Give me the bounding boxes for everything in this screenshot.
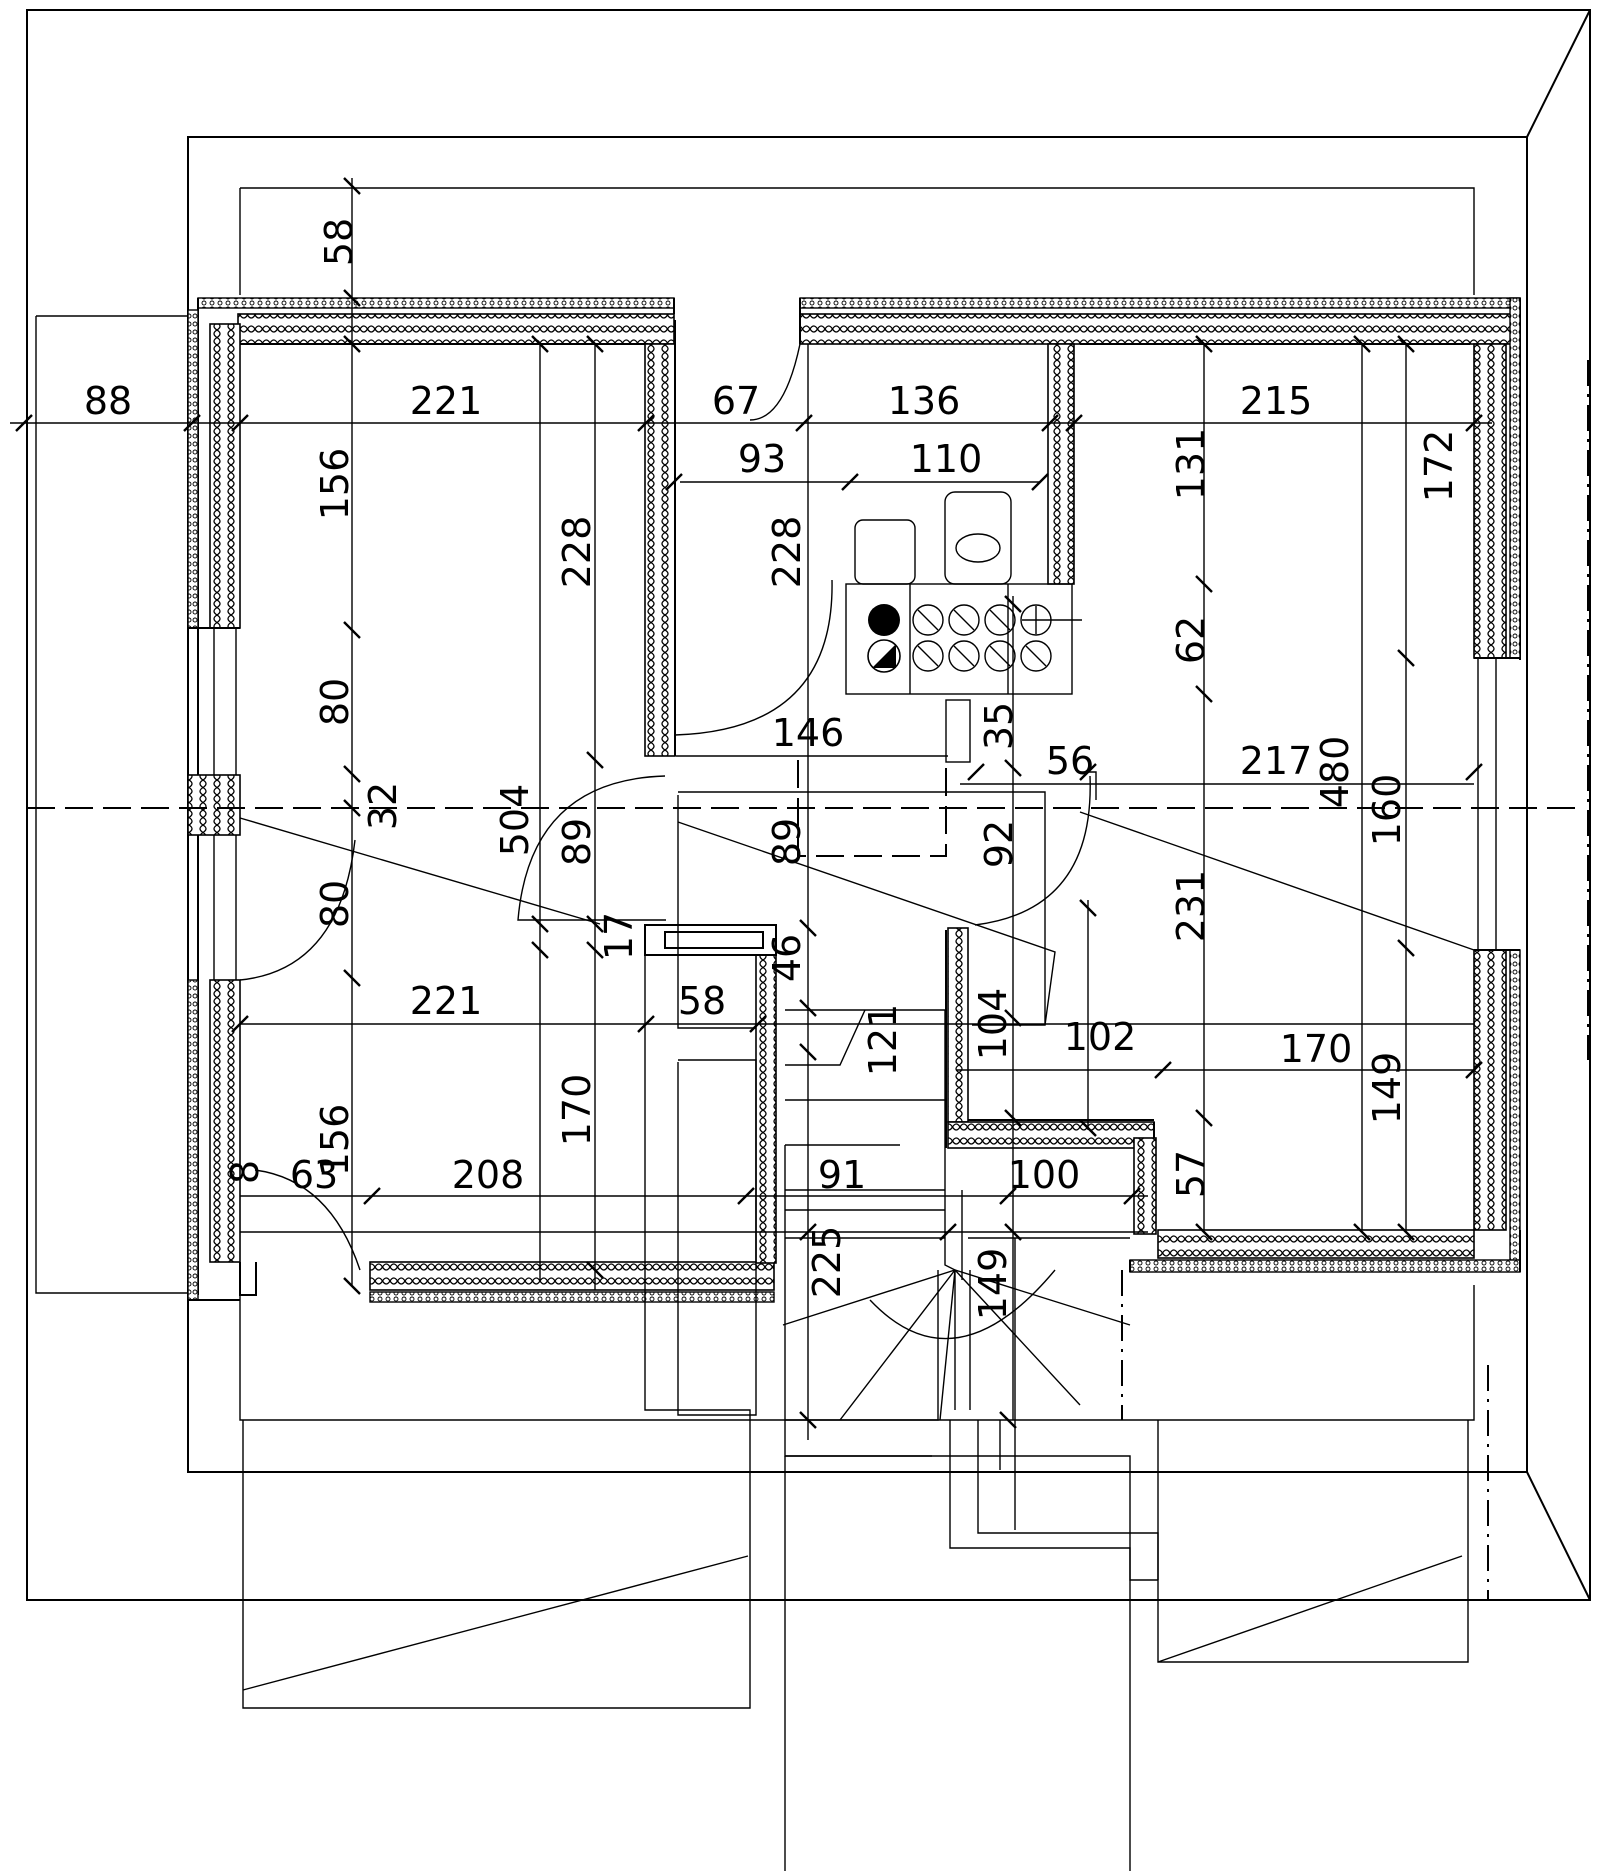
dim-156-top: 156 — [313, 448, 357, 521]
dim-91: 91 — [818, 1153, 866, 1197]
dim-8: 8 — [223, 1160, 267, 1184]
dim-131: 131 — [1169, 428, 1213, 501]
dim-67: 67 — [712, 379, 760, 423]
dim-215: 215 — [1240, 379, 1313, 423]
dim-228-b: 228 — [765, 516, 809, 589]
dim-57: 57 — [1169, 1150, 1213, 1198]
dim-170-right: 170 — [1280, 1027, 1353, 1071]
dim-217: 217 — [1240, 739, 1313, 783]
dim-136: 136 — [888, 379, 961, 423]
staircase — [644, 760, 1131, 1530]
dim-102: 102 — [1064, 1015, 1137, 1059]
dim-58-mid: 58 — [678, 979, 726, 1023]
dim-225: 225 — [805, 1226, 849, 1299]
dim-93: 93 — [738, 437, 786, 481]
dim-17: 17 — [597, 912, 641, 960]
dim-172: 172 — [1417, 430, 1461, 503]
exterior-walls — [187, 297, 1521, 1303]
dimension-ticks — [15, 177, 1483, 1429]
dim-228-a: 228 — [555, 516, 599, 589]
dimension-labels: 58 88 221 67 136 215 93 110 156 228 228 … — [84, 218, 1461, 1320]
roof-slope-line — [239, 811, 1475, 951]
dim-32: 32 — [361, 782, 405, 830]
dim-88: 88 — [84, 379, 132, 423]
dim-170-left: 170 — [555, 1074, 599, 1147]
dim-480: 480 — [1313, 736, 1357, 809]
dim-221-top: 221 — [410, 379, 483, 423]
dim-110: 110 — [910, 437, 983, 481]
dim-160: 160 — [1365, 774, 1409, 847]
dim-100: 100 — [1008, 1153, 1081, 1197]
dim-46: 46 — [765, 934, 809, 982]
dim-58-top: 58 — [317, 218, 361, 266]
dim-80-b: 80 — [313, 880, 357, 928]
dim-121: 121 — [861, 1004, 905, 1077]
dim-208: 208 — [452, 1153, 525, 1197]
dim-35: 35 — [977, 702, 1021, 750]
dim-149-stair: 149 — [971, 1248, 1015, 1321]
dim-221-bottom: 221 — [410, 979, 483, 1023]
dim-231: 231 — [1169, 870, 1213, 943]
dim-156-bottom: 156 — [313, 1104, 357, 1177]
dim-63: 63 — [290, 1153, 338, 1197]
dim-56: 56 — [1046, 739, 1094, 783]
bathroom-fixtures — [845, 491, 1082, 763]
dimension-lines — [10, 178, 1492, 1440]
dim-62: 62 — [1169, 616, 1213, 664]
dim-89-b: 89 — [765, 818, 809, 866]
dim-92: 92 — [977, 820, 1021, 868]
dim-504: 504 — [493, 784, 537, 857]
dim-104: 104 — [971, 988, 1015, 1061]
lower-extension-outline — [242, 1365, 1489, 1871]
dim-149-right: 149 — [1365, 1052, 1409, 1125]
dim-146: 146 — [772, 711, 845, 755]
dim-80-a: 80 — [313, 678, 357, 726]
dim-89-a: 89 — [555, 818, 599, 866]
interior-walls — [644, 320, 1157, 1264]
